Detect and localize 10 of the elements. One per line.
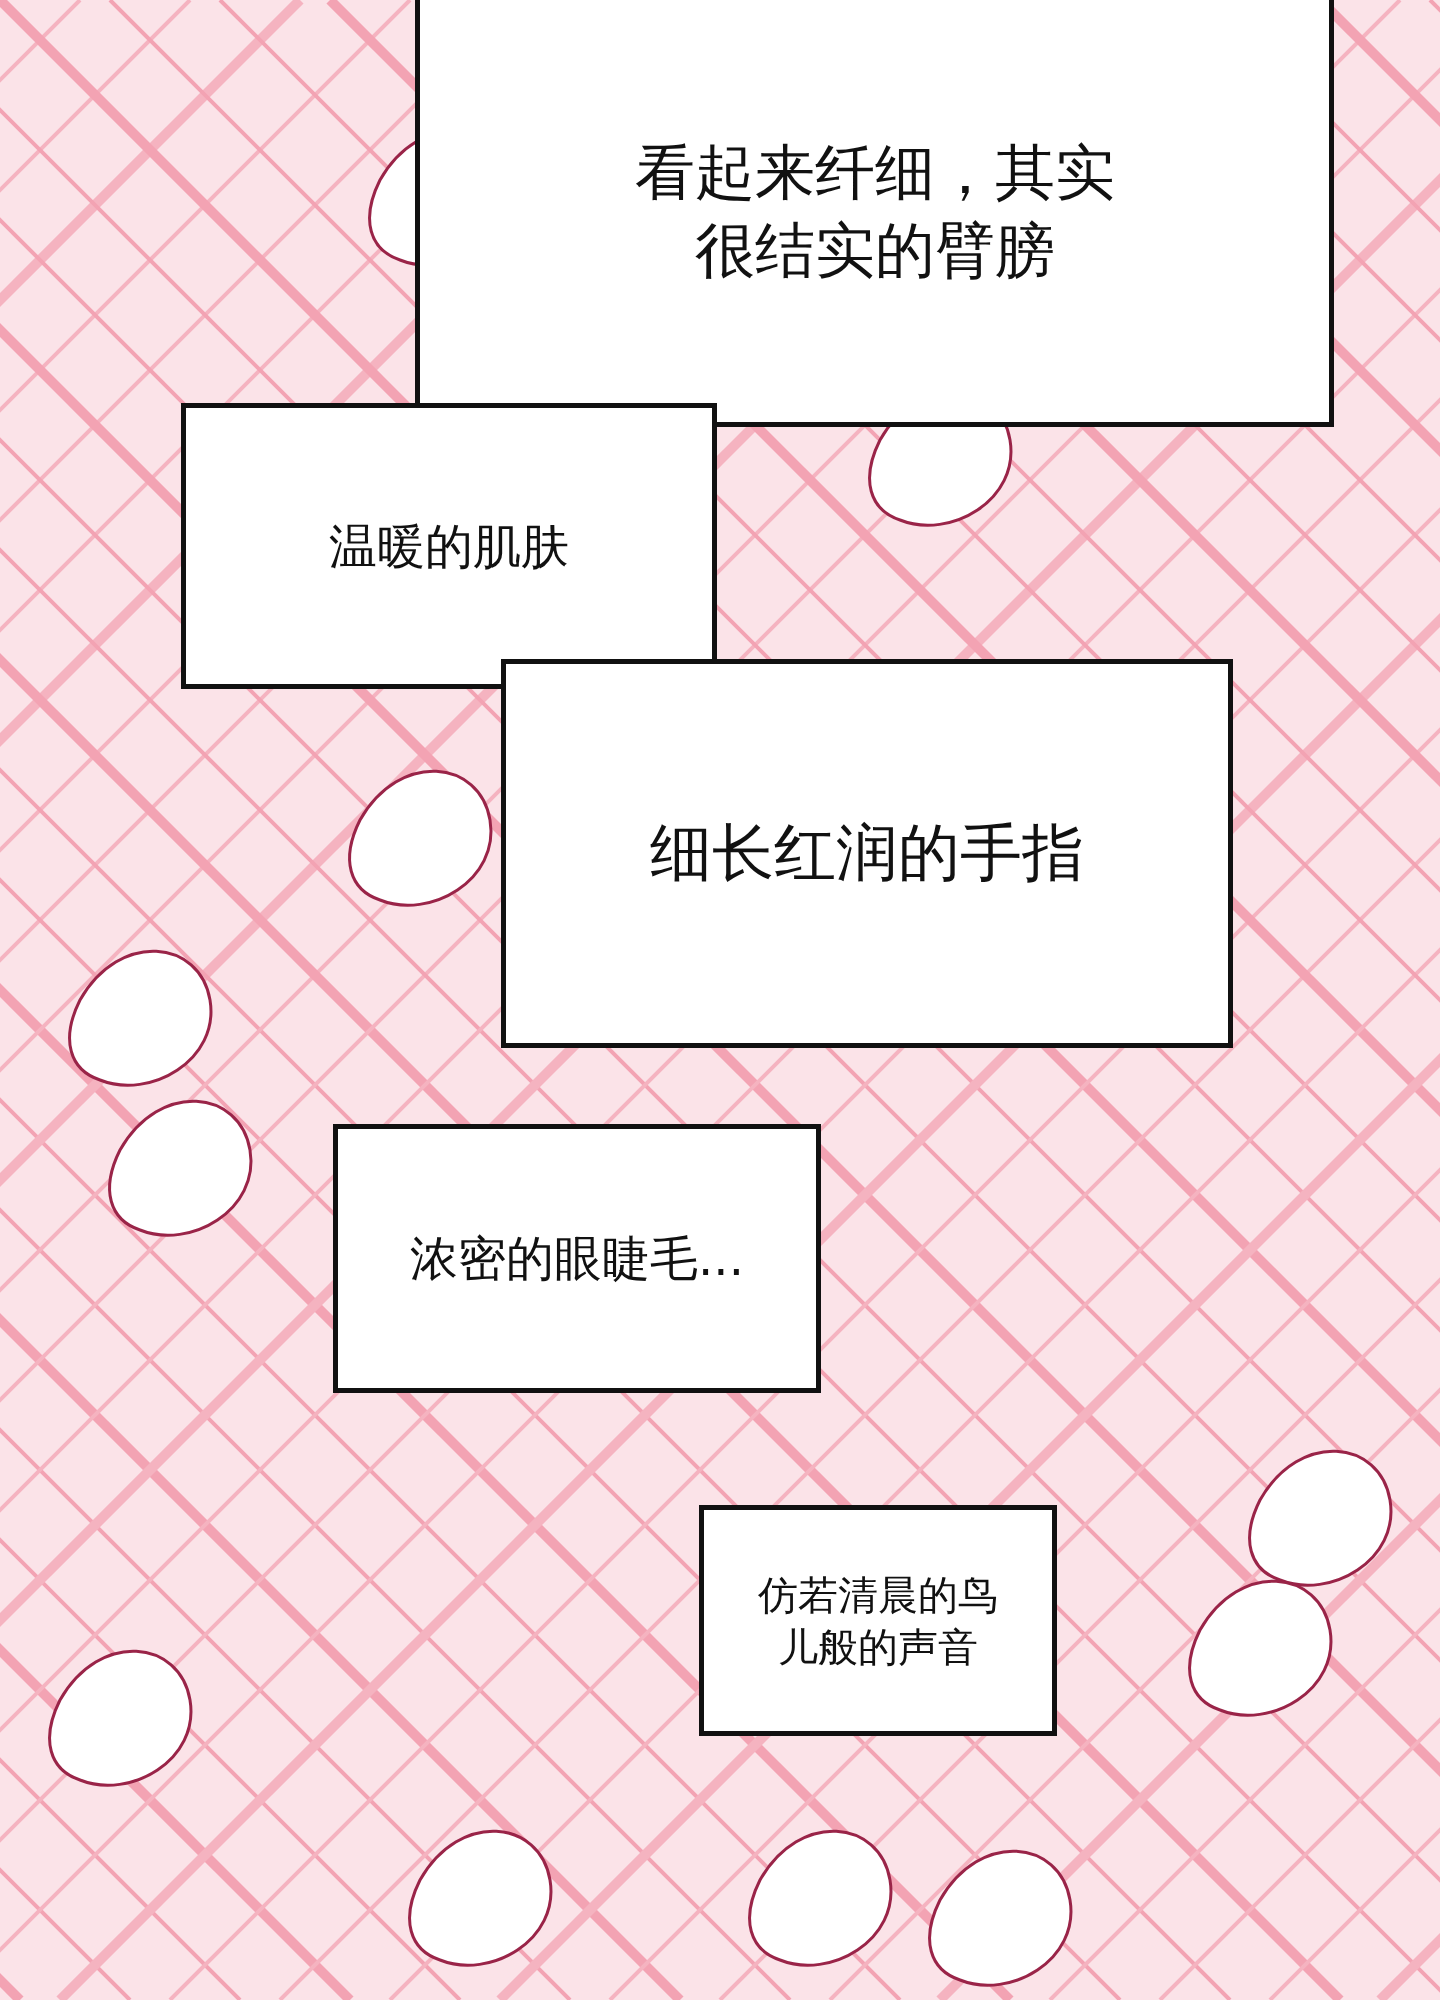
caption-box <box>415 0 1334 427</box>
caption-box <box>501 659 1233 1048</box>
caption-text: 看起来纤细，其实很结实的臂膀 <box>633 135 1116 287</box>
caption-box <box>333 1124 821 1393</box>
caption-box <box>181 403 717 689</box>
caption-text: 温暖的肌肤 <box>329 516 569 576</box>
caption-text: 仿若清晨的鸟儿般的声音 <box>757 1570 999 1672</box>
caption-box <box>699 1505 1057 1736</box>
caption-text: 浓密的眼睫毛... <box>410 1229 744 1289</box>
caption-text: 细长红润的手指 <box>650 815 1084 892</box>
